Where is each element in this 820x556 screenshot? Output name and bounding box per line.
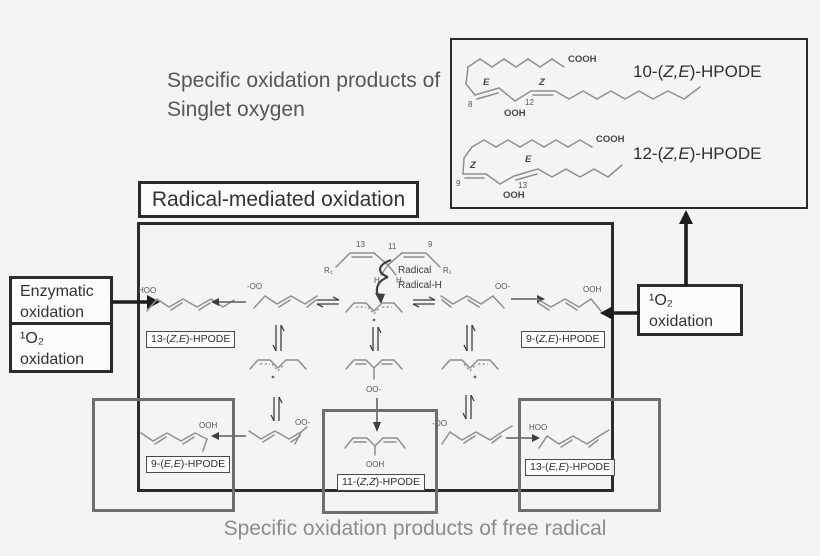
pos13-label: 13 — [518, 181, 527, 190]
structure-13ze: HOO — [138, 286, 235, 312]
structure-10-zehpode: COOH E 8 OOH Z 12 — [465, 54, 701, 119]
equilibrium-vert-2 — [369, 326, 382, 352]
z-descriptor-top: Z — [538, 77, 546, 88]
equilibrium-vert-1 — [272, 324, 285, 352]
radical-oxidation-title: Radical-mediated oxidation — [151, 188, 406, 211]
structure-11zz: OOH — [344, 437, 406, 469]
label-13ze-hpode: 13-(Z,E)-HPODE — [146, 331, 236, 348]
singlet-caption: Specific oxidation products of Singlet o… — [167, 66, 467, 124]
arrow-left-mid — [211, 298, 246, 306]
equilibrium-right — [412, 296, 436, 308]
pos9-label: 9 — [456, 179, 461, 188]
z-descriptor-bottom: Z — [469, 160, 477, 171]
substrate-pos13: 13 — [356, 240, 365, 249]
ooh-group-9ze: OOH — [583, 285, 601, 294]
enzymatic-arrow — [111, 295, 160, 309]
singlet-left-arrow — [600, 306, 640, 320]
ooh-group-11zz: OOH — [366, 460, 384, 469]
structure-pentadienyl-radical — [345, 302, 403, 322]
substrate-h2: H — [396, 276, 402, 285]
label-9ze-hpode: 9-(Z,E)-HPODE — [521, 331, 605, 348]
substrate-h1: H — [374, 276, 380, 285]
structure-peroxyl-bottom-right: -OO — [432, 419, 513, 445]
pos8-label: 8 — [468, 100, 473, 109]
structure-radical-center-peroxyl: OO- — [345, 359, 403, 394]
center-peroxyl-group: OO- — [366, 385, 381, 394]
equilibrium-left — [316, 296, 340, 308]
cooh-label-bottom: COOH — [596, 134, 625, 145]
radical-label: Radical — [398, 265, 432, 276]
singlet-oxidation-box-right: ¹O₂ oxidation — [637, 284, 743, 336]
pos12-label: 12 — [525, 98, 534, 107]
structure-radical-left — [249, 359, 307, 379]
e-descriptor-top: E — [483, 77, 490, 88]
structure-peroxyl-left: -OO — [247, 282, 318, 309]
singlet-up-arrow — [679, 210, 693, 286]
singlet-products-box — [450, 38, 808, 209]
singlet-oxidation-box-left: ¹O₂ oxidation — [9, 322, 113, 373]
structure-9ee: OOH — [140, 421, 217, 452]
structure-12-zehpode: COOH Z 9 OOH E 13 — [456, 134, 625, 201]
structure-peroxyl-right: OO- — [440, 282, 510, 309]
name-12-zehpode: 12-(Z,E)-HPODE — [633, 144, 762, 163]
label-13ee-hpode: 13-(E,E)-HPODE — [525, 459, 615, 476]
equilibrium-vert-5 — [462, 394, 475, 420]
gray-box-center — [322, 409, 438, 514]
peroxyl-left-group: -OO — [247, 282, 262, 291]
singlet-right-line2: oxidation — [649, 313, 714, 330]
radical-h-label: Radical-H — [398, 280, 442, 291]
substrate-pos9: 9 — [428, 240, 433, 249]
radical-oxidation-title-box: Radical-mediated oxidation — [138, 181, 419, 218]
cooh-label-top: COOH — [568, 54, 597, 65]
substrate-r1: R₁ — [443, 266, 452, 275]
name-10-zehpode: 10-(Z,E)-HPODE — [633, 62, 762, 81]
peroxyl-right-group: OO- — [495, 282, 510, 291]
singlet-caption-line2: Singlet oxygen — [167, 98, 305, 121]
label-11zz-hpode: 11-(Z,Z)-HPODE — [337, 474, 425, 491]
e-descriptor-bottom: E — [525, 154, 532, 165]
ooh-label-bottom: OOH — [503, 190, 525, 201]
enzymatic-oxidation-box: Enzymatic oxidation — [9, 276, 113, 325]
enzymatic-line2: oxidation — [20, 304, 85, 321]
substrate-pos11: 11 — [388, 242, 397, 251]
singlet-caption-line1: Specific oxidation products of — [167, 69, 441, 92]
structure-radical-right — [441, 359, 499, 379]
singlet-left-formula: ¹O₂ — [20, 330, 44, 347]
radical-abstraction-arrow — [375, 258, 392, 304]
hoo-group-13ee: HOO — [529, 423, 547, 432]
structure-peroxyl-bottom-left: OO- — [248, 418, 310, 445]
singlet-right-formula: ¹O₂ — [649, 292, 673, 309]
label-9ee-hpode: 9-(E,E)-HPODE — [146, 456, 231, 473]
enzymatic-line1: Enzymatic — [20, 283, 94, 300]
singlet-left-line2: oxidation — [20, 351, 85, 368]
structure-9ze: OOH — [536, 285, 602, 312]
equilibrium-vert-3 — [463, 324, 476, 352]
equilibrium-vert-4 — [270, 396, 283, 422]
gray-box-right — [518, 398, 661, 512]
ooh-label-top: OOH — [504, 108, 526, 119]
peroxyl-bottom-left-group: OO- — [295, 418, 310, 427]
peroxyl-bottom-right-group: -OO — [432, 419, 447, 428]
hoo-group-13ze: HOO — [138, 286, 156, 295]
free-radical-caption: Specific oxidation products of free radi… — [223, 517, 607, 540]
substrate-structure: 13 11 9 R₂ R₁ H H — [324, 240, 452, 285]
substrate-r2: R₂ — [324, 266, 333, 275]
structure-13ee: HOO — [529, 423, 610, 449]
ooh-group-9ee: OOH — [199, 421, 217, 430]
gray-box-left — [92, 398, 235, 512]
